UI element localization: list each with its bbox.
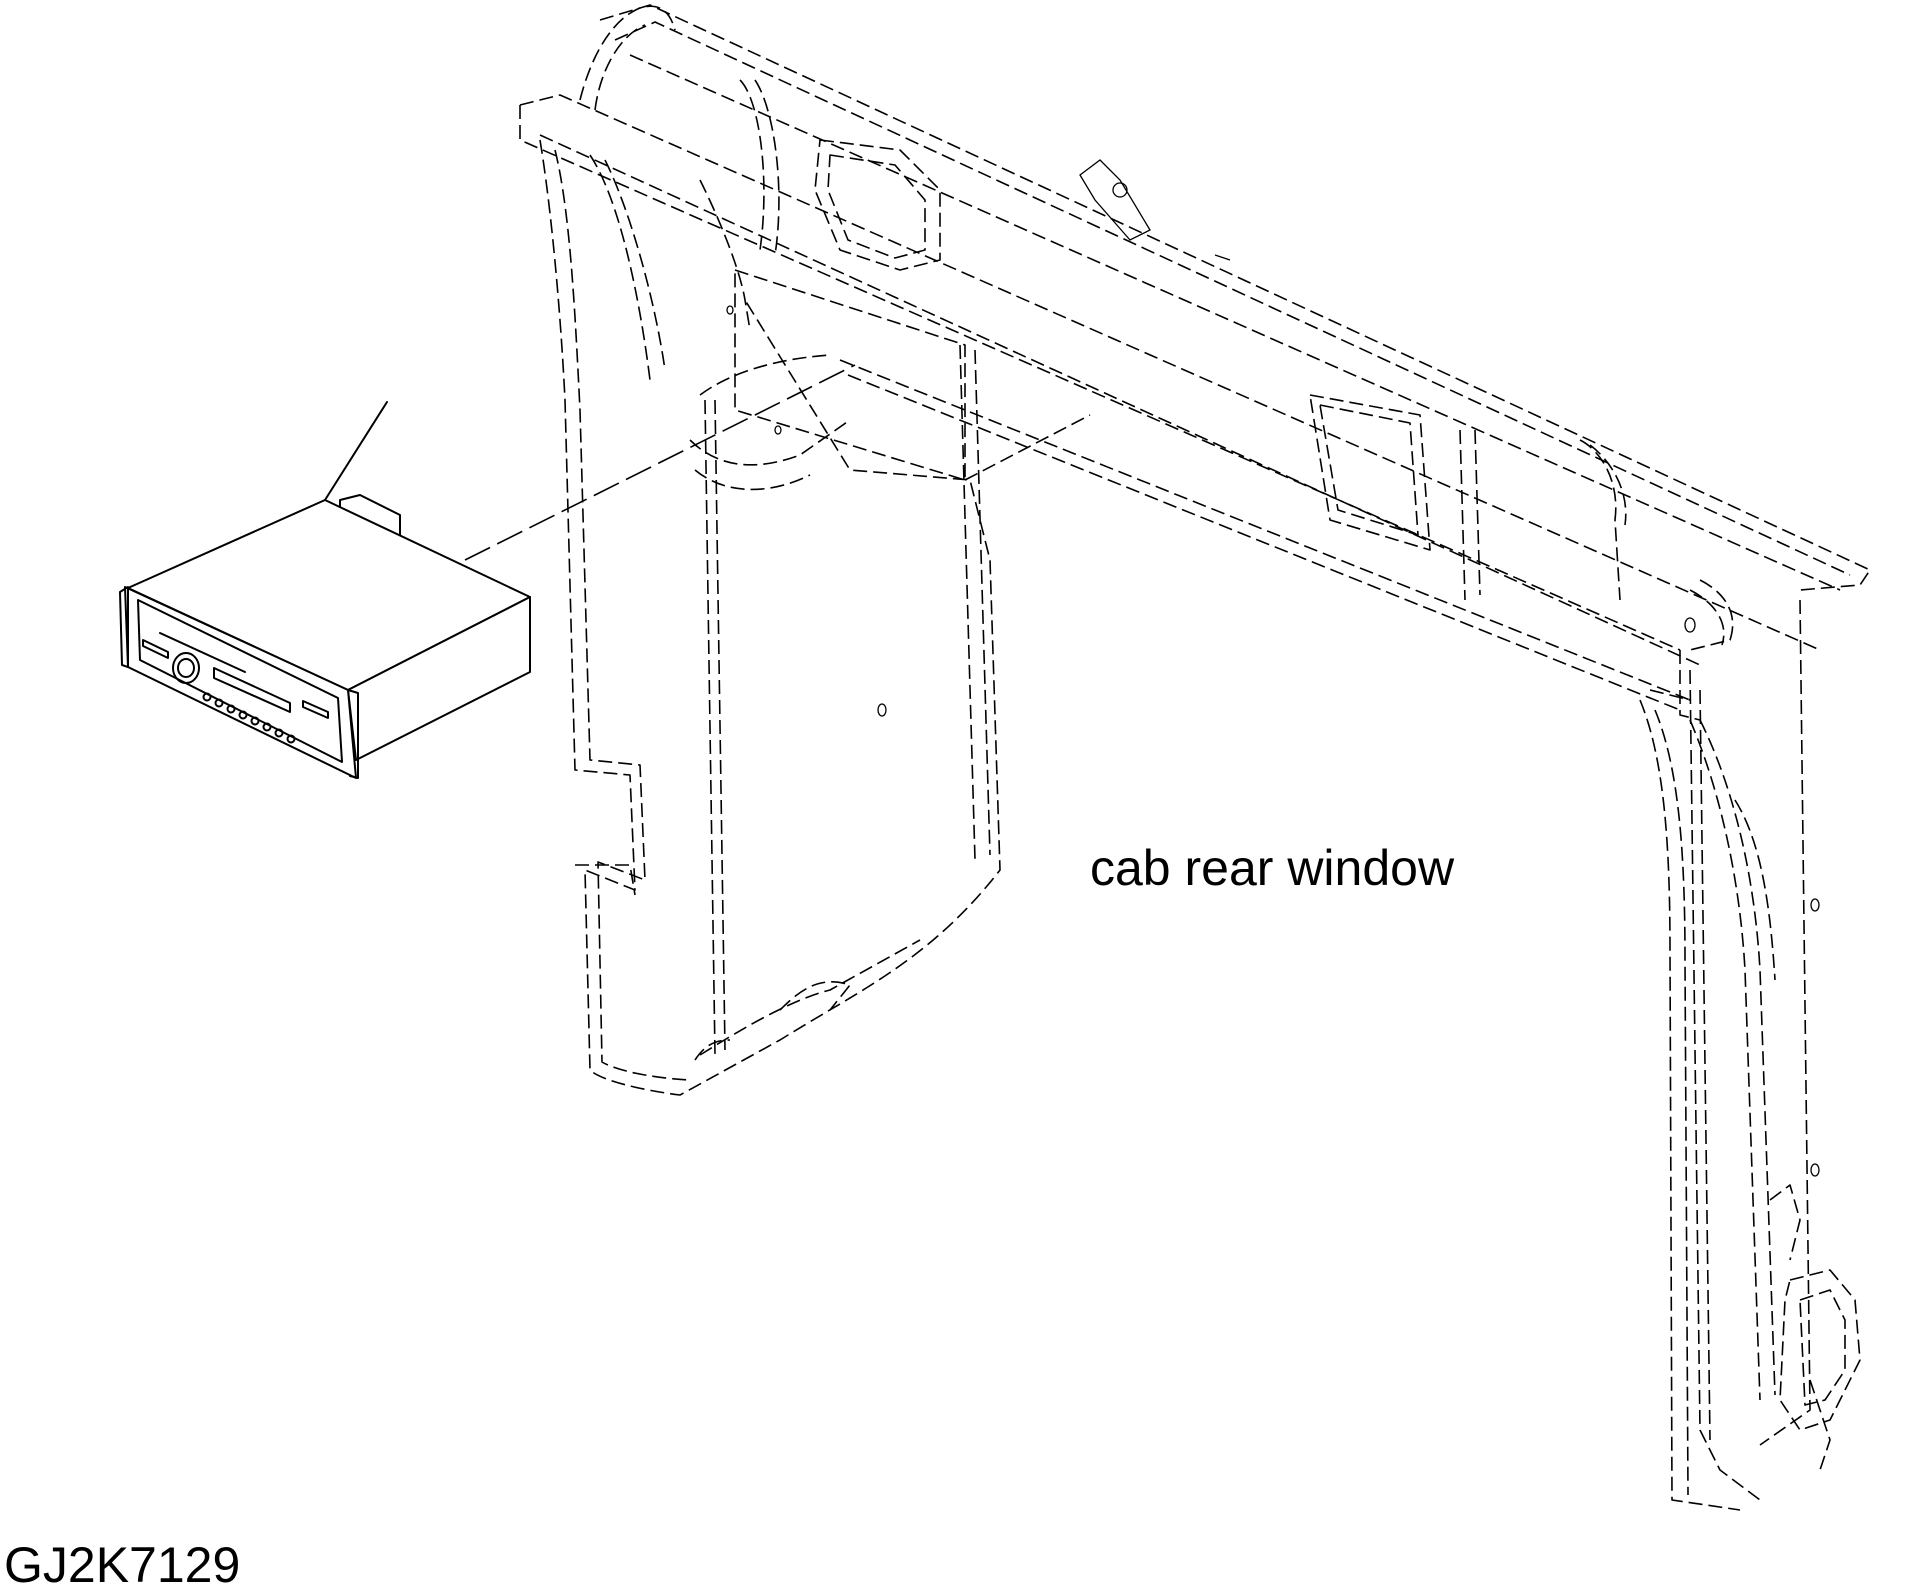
preset-buttons xyxy=(202,692,296,744)
cab-rear-window-frame xyxy=(519,4,1871,1511)
assembly-line xyxy=(464,364,856,561)
part-callout-label: cab rear window xyxy=(1090,840,1455,896)
leader-line xyxy=(324,401,388,501)
figure-id-label: GJ2K7129 xyxy=(4,1537,240,1590)
radio-unit xyxy=(119,494,531,779)
